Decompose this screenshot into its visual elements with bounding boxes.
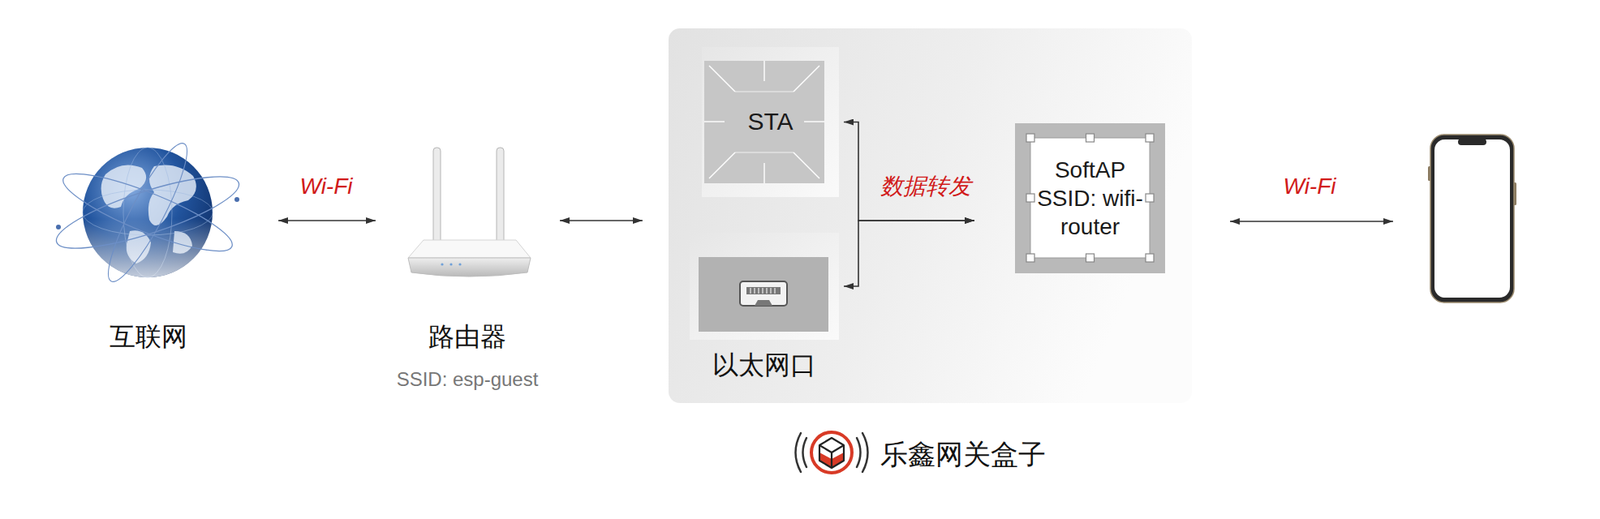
led xyxy=(449,262,452,266)
port-icon xyxy=(739,281,788,306)
connector-arrow xyxy=(278,219,376,222)
chip-square xyxy=(704,60,825,184)
port-panel xyxy=(698,257,829,332)
brand-logo xyxy=(795,432,869,474)
node-label: STA xyxy=(747,106,793,138)
port-pins xyxy=(746,287,781,295)
orbit-dot xyxy=(55,224,61,230)
chip-lines xyxy=(704,60,825,184)
phone-icon xyxy=(1427,134,1517,303)
frame-ground xyxy=(1015,123,1166,274)
module-box: SoftAP SSID: wifi-router xyxy=(1015,123,1166,274)
router-icon xyxy=(408,147,531,277)
node-label: 路由器 xyxy=(428,320,507,353)
router-front xyxy=(408,258,531,277)
phone-notch xyxy=(1458,138,1487,146)
port-tab xyxy=(754,300,773,306)
node-label: SoftAP SSID: wifi-router xyxy=(1033,155,1148,241)
device-node: 路由器 SSID: esp-guest xyxy=(378,137,557,398)
wifi-arrow xyxy=(1230,220,1394,223)
phone-screen xyxy=(1434,139,1510,298)
edge-label: Wi-Fi xyxy=(299,172,353,201)
tile-ground xyxy=(689,232,839,340)
phone-body xyxy=(1430,134,1514,303)
router-top xyxy=(408,240,531,259)
node-label: 互联网 xyxy=(109,320,188,353)
connector-arrow xyxy=(559,219,643,222)
module-box: STA xyxy=(701,47,839,198)
orbit xyxy=(55,160,240,265)
node-label: 乐鑫网关盒子 xyxy=(880,437,1046,473)
antenna xyxy=(496,147,504,244)
device-node: 互联网 xyxy=(48,137,248,357)
led xyxy=(458,262,461,266)
node-label: 以太网口 xyxy=(712,348,817,382)
selection-handles xyxy=(1026,133,1154,263)
edge-label: 数据转发 xyxy=(880,172,972,201)
frame-inner xyxy=(1030,137,1150,259)
softap-frame xyxy=(1015,123,1166,274)
orbit xyxy=(96,136,198,289)
tile-ground xyxy=(701,47,839,198)
sta-tile xyxy=(701,47,839,198)
ssid-note: SSID: esp-guest xyxy=(396,367,539,392)
orbit xyxy=(50,163,246,263)
antenna xyxy=(433,147,441,244)
globe-icon xyxy=(50,136,246,289)
pin-lines xyxy=(750,288,775,294)
gateway-box: 乐鑫网关盒子STA以太网口SoftAP SSID: wifi-router xyxy=(668,28,1192,404)
module-box: 以太网口 xyxy=(689,232,839,386)
orbit-dot xyxy=(234,197,240,203)
connector-arrow xyxy=(843,122,975,222)
connector-arrow xyxy=(843,220,975,287)
ethernet-tile xyxy=(689,232,839,340)
link-label: Wi-Fi xyxy=(1282,172,1336,201)
gateway-panel xyxy=(668,28,1192,404)
led xyxy=(440,262,444,266)
